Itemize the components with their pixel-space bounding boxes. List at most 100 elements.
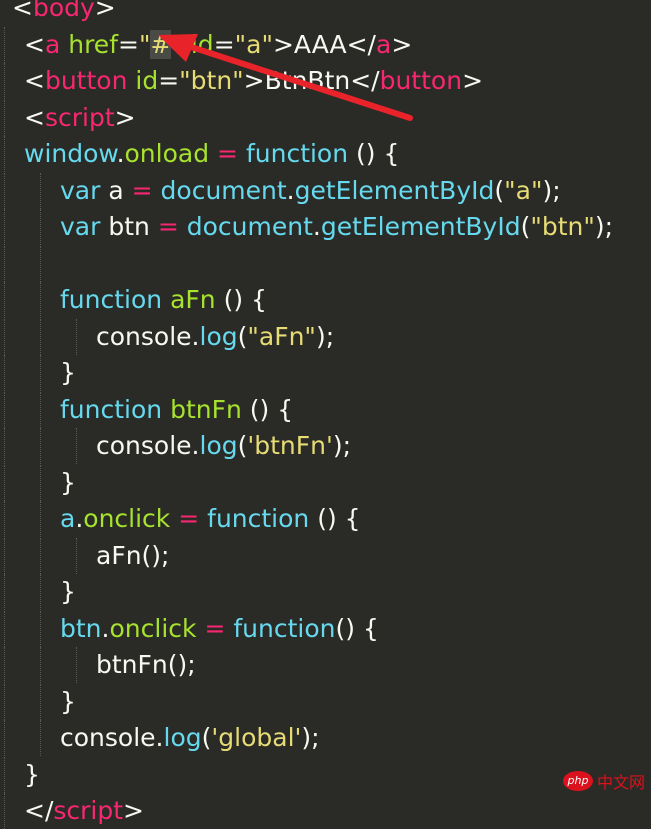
code-token: log (163, 723, 202, 752)
code-line: </script> (0, 793, 651, 829)
code-token: "aFn" (247, 321, 316, 351)
code-text: } (60, 574, 76, 610)
code-token: ( (201, 723, 212, 752)
code-token: } (60, 467, 76, 497)
code-token: log (199, 431, 238, 460)
watermark-site-text: 中文网 (596, 773, 645, 792)
code-token: " (138, 29, 151, 59)
code-line: } (0, 574, 651, 610)
code-token: function (207, 504, 310, 533)
code-token: ( (520, 212, 531, 241)
code-token (162, 285, 170, 314)
code-token: () { (309, 504, 361, 533)
code-token (238, 139, 246, 168)
code-line: <body> (0, 0, 651, 26)
code-token: console (60, 723, 156, 752)
code-token: () { (215, 285, 267, 314)
indent-guide (4, 26, 5, 63)
indent-guide (4, 136, 5, 172)
code-line: console.log('btnFn'); (0, 428, 651, 464)
indent-guide (4, 63, 5, 99)
code-line: } (0, 464, 651, 501)
indent-guide (4, 172, 5, 209)
code-token: script (53, 796, 124, 825)
code-token: > (123, 796, 144, 825)
code-token: id (135, 66, 159, 95)
code-text: console.log('global'); (60, 720, 320, 756)
code-text: aFn(); (96, 538, 169, 574)
code-text: btnFn(); (96, 647, 196, 683)
code-token: . (286, 175, 295, 205)
code-token (162, 395, 170, 424)
code-token: = (131, 175, 153, 205)
code-line: function btnFn () { (0, 391, 651, 428)
code-token: > (114, 102, 136, 132)
code-token: onload (124, 139, 210, 168)
code-token: >BtnBtn</ (243, 66, 380, 95)
indent-guide (40, 501, 41, 537)
code-token: "btn" (179, 66, 244, 95)
indent-guide (4, 209, 5, 245)
code-token: log (199, 321, 238, 351)
indent-guide (4, 756, 5, 793)
code-token (153, 176, 161, 205)
code-token: btnFn(); (96, 650, 196, 679)
code-text: window.onload = function () { (24, 136, 399, 172)
code-token: . (191, 321, 200, 351)
indent-guide (4, 428, 5, 464)
code-text: <script> (24, 100, 136, 136)
indent-guide (4, 647, 5, 683)
code-line: console.log('global'); (0, 720, 651, 756)
code-text: } (60, 465, 76, 501)
indent-guide (40, 464, 41, 501)
code-token: a (44, 29, 61, 59)
code-line: } (0, 756, 651, 793)
indent-guide (40, 245, 41, 282)
code-line: } (0, 683, 651, 720)
code-text: <button id="btn">BtnBtn</button> (24, 63, 483, 99)
code-token: < (24, 102, 45, 132)
code-text: a.onclick = function () { (60, 501, 361, 537)
code-token: onclick (109, 613, 197, 643)
code-token: = (213, 29, 235, 59)
code-token: } (60, 686, 76, 716)
code-token: body (32, 0, 95, 22)
code-token: "a" (504, 175, 543, 205)
code-token: 'btnFn' (247, 431, 333, 460)
code-token: ( (237, 431, 248, 460)
indent-guide (4, 99, 5, 136)
code-token: () { (335, 613, 379, 643)
code-line: } (0, 355, 651, 391)
indent-guide (4, 501, 5, 537)
indent-guide (4, 318, 5, 355)
indent-guide (40, 355, 41, 391)
code-token: > (94, 0, 116, 22)
indent-guide (40, 282, 41, 318)
indent-guide (4, 355, 5, 391)
code-text: function aFn () { (60, 282, 267, 318)
code-token: getElementById (320, 212, 521, 241)
code-text: </script> (24, 793, 144, 829)
code-token: . (312, 212, 321, 241)
code-token: function (60, 285, 163, 314)
code-token: = (204, 613, 226, 643)
code-token: ); (542, 175, 561, 205)
code-token: = (157, 212, 179, 241)
code-token: var (60, 175, 101, 205)
indent-guide (76, 537, 77, 574)
code-token: id (190, 29, 214, 59)
code-line: btn.onclick = function() { (0, 610, 651, 647)
code-token: button (379, 66, 463, 95)
code-token: ( (237, 321, 248, 351)
indent-guide (4, 683, 5, 720)
code-token: function (245, 139, 349, 168)
watermark: php 中文网 (562, 768, 645, 794)
code-token: < (24, 66, 45, 95)
code-line: a.onclick = function () { (0, 501, 651, 537)
code-line: var a = document.getElementById("a"); (0, 172, 651, 209)
code-line: console.log("aFn"); (0, 318, 651, 355)
indent-guide (40, 720, 41, 756)
code-line: <button id="btn">BtnBtn</button> (0, 63, 651, 99)
code-token: } (60, 358, 76, 387)
